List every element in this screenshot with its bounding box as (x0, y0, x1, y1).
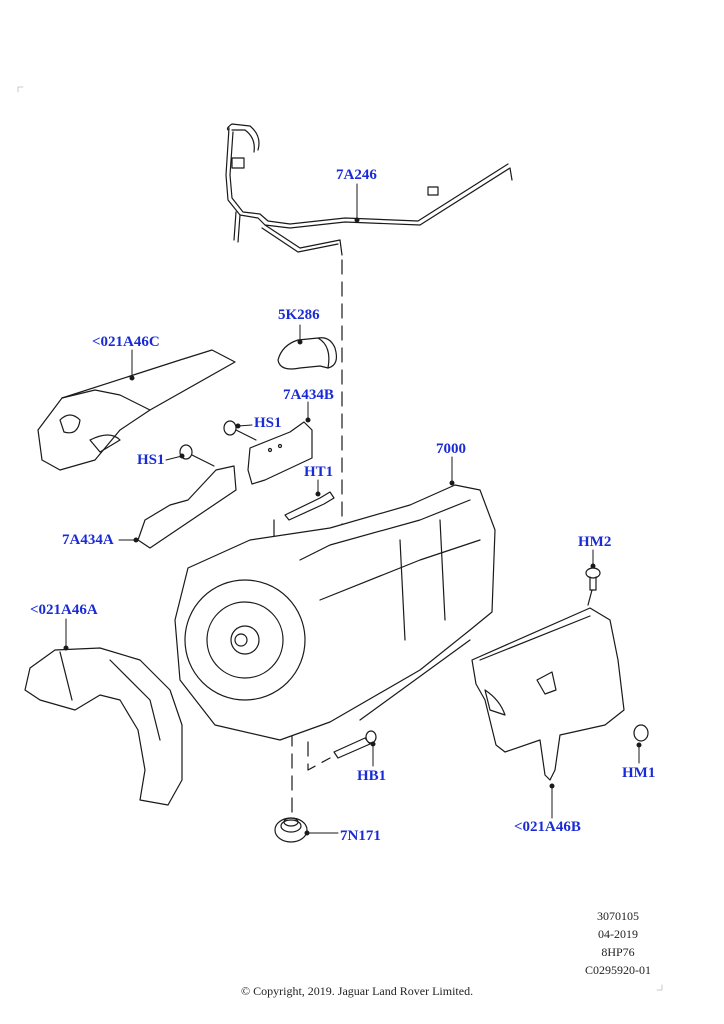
callout-HM2[interactable]: HM2 (578, 534, 612, 550)
part-bolt[interactable] (333, 730, 377, 759)
drawing-ref: C0295920-01 (585, 963, 651, 977)
callout-021A46B[interactable]: <021A46B (514, 819, 581, 835)
part-heat-shield-bellhousing[interactable] (24, 647, 183, 806)
callout-7A434B[interactable]: 7A434B (283, 387, 334, 403)
part-heat-shield-bracket-b[interactable] (247, 421, 313, 485)
drawing-date: 04-2019 (598, 927, 638, 941)
part-cooler-tube[interactable] (225, 123, 513, 256)
part-heat-shield-bracket-a[interactable] (137, 465, 237, 549)
callout-7000[interactable]: 7000 (436, 441, 466, 457)
callout-HB1[interactable]: HB1 (357, 768, 387, 784)
part-transmission-assembly[interactable] (174, 484, 496, 741)
leader-lines (63, 183, 642, 836)
part-heat-shield-upper[interactable] (37, 349, 236, 471)
callout-5K286[interactable]: 5K286 (278, 307, 320, 323)
callout-021A46C[interactable]: <021A46C (92, 334, 160, 350)
corner-mark (17, 86, 24, 93)
part-clip[interactable] (633, 724, 649, 742)
part-drain-plug[interactable] (274, 817, 308, 843)
drawing-code: 3070105 (597, 909, 639, 923)
callout-HT1[interactable]: HT1 (304, 464, 334, 480)
part-screw-hs1[interactable] (179, 444, 215, 467)
copyright-notice: © Copyright, 2019. Jaguar Land Rover Lim… (241, 984, 474, 998)
part-push-clip[interactable] (585, 567, 601, 606)
callout-7A434A[interactable]: 7A434A (62, 532, 114, 548)
part-screw-hs1[interactable] (223, 420, 257, 441)
part-heat-shield-small[interactable] (277, 337, 338, 370)
callout-HS1[interactable]: HS1 (254, 415, 282, 431)
callout-HS1[interactable]: HS1 (137, 452, 165, 468)
callout-HM1[interactable]: HM1 (622, 765, 656, 781)
corner-mark (656, 984, 663, 991)
drawing-model: 8HP76 (601, 945, 635, 959)
part-heat-shield-side[interactable] (471, 607, 625, 781)
callout-7N171[interactable]: 7N171 (340, 828, 381, 844)
callout-7A246[interactable]: 7A246 (336, 167, 377, 183)
callout-021A46A[interactable]: <021A46A (30, 602, 98, 618)
drawing-info: 3070105 04-2019 8HP76 C0295920-01 (578, 910, 658, 982)
